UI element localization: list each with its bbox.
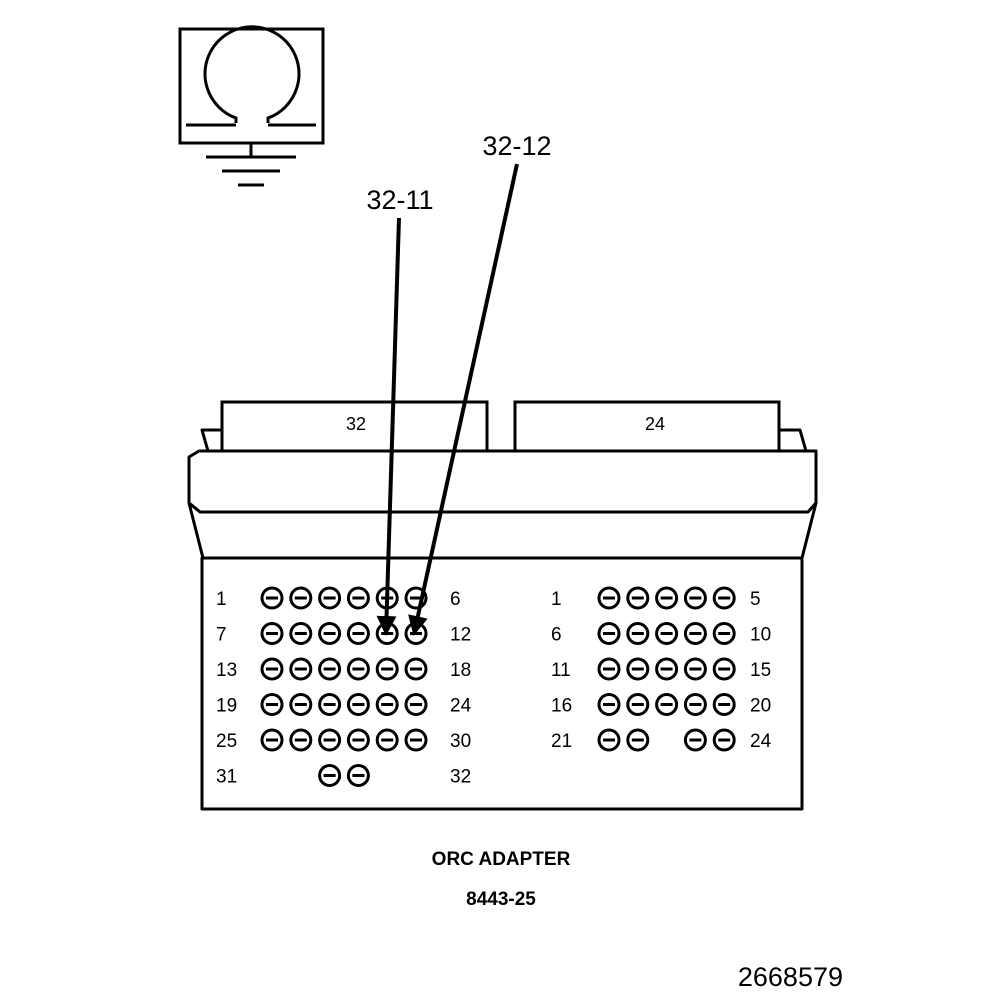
ground-icon — [206, 143, 296, 187]
pin-socket — [404, 657, 428, 681]
pin-socket — [712, 586, 736, 610]
pin-row-end-label: 5 — [750, 589, 761, 610]
pin-row-end-label: 18 — [450, 660, 471, 681]
pin-socket — [289, 586, 313, 610]
pin-socket — [655, 622, 679, 645]
pin-socket — [346, 586, 370, 610]
callout-32-12: 32-12 — [408, 131, 552, 636]
pin-row-start-label: 11 — [551, 660, 571, 681]
pin-socket — [346, 657, 370, 681]
callout-32-11: 32-11 — [366, 185, 434, 636]
pin-socket — [626, 728, 650, 752]
pin-socket — [260, 622, 284, 645]
pin-socket — [318, 764, 342, 787]
pin-row-end-label: 30 — [450, 731, 471, 752]
pin-socket — [683, 622, 707, 645]
pin-socket — [260, 657, 284, 681]
pin-socket — [597, 622, 621, 645]
pin-row-end-label: 12 — [450, 625, 471, 646]
pin-socket — [375, 693, 399, 716]
pin-socket — [626, 586, 650, 610]
connector-tab-outline — [513, 400, 781, 453]
pin-row-end-label: 15 — [750, 660, 771, 681]
pin-socket — [626, 693, 650, 716]
pin-row-end-label: 32 — [450, 767, 471, 788]
pin-grid-32: 1 6 7 12 13 18 19 24 25 30 31 32 — [216, 586, 472, 788]
pin-socket — [597, 586, 621, 610]
pin-socket — [346, 622, 370, 645]
connector-tab-24: 24 — [513, 400, 781, 453]
pin-row-end-label: 20 — [750, 696, 771, 717]
callout-arrow-32-11 — [376, 217, 401, 636]
pin-socket — [260, 693, 284, 716]
pin-socket — [597, 728, 621, 752]
pin-socket — [597, 693, 621, 716]
pin-row-start-label: 31 — [216, 767, 237, 788]
pin-socket — [712, 657, 736, 681]
pin-row-end-label: 6 — [450, 589, 461, 610]
pin-socket — [260, 586, 284, 610]
pin-socket — [318, 622, 342, 645]
pin-socket — [318, 657, 342, 681]
pin-socket — [289, 728, 313, 752]
pin-socket — [346, 728, 370, 752]
connector-tab-label: 24 — [645, 414, 665, 434]
pin-row-end-label: 24 — [450, 696, 472, 717]
callout-label-32-12: 32-12 — [482, 131, 551, 161]
figure-number: 2668579 — [738, 962, 843, 992]
ohmmeter-icon — [178, 25, 325, 145]
pin-socket — [683, 586, 707, 610]
pin-row-end-label: 24 — [750, 731, 772, 752]
orc-adapter-body — [187, 428, 818, 811]
pin-row-start-label: 16 — [551, 696, 572, 717]
pin-socket — [404, 693, 428, 716]
pin-socket — [626, 622, 650, 645]
callout-arrow-32-12 — [408, 163, 519, 636]
pin-socket — [655, 657, 679, 681]
pin-row-start-label: 13 — [216, 660, 237, 681]
connector-tab-label: 32 — [346, 414, 366, 434]
pin-row-start-label: 21 — [551, 731, 572, 752]
pin-socket — [260, 728, 284, 752]
pin-socket — [346, 764, 370, 787]
connector-tab-outline — [220, 400, 489, 453]
pin-socket — [318, 586, 342, 610]
adapter-title: ORC ADAPTER — [432, 849, 571, 870]
pin-socket — [712, 728, 736, 752]
pin-row-start-label: 7 — [216, 625, 227, 646]
pin-socket — [712, 622, 736, 645]
pin-row-start-label: 1 — [551, 589, 562, 610]
pin-socket — [626, 657, 650, 681]
pin-socket — [683, 728, 707, 752]
pin-socket — [375, 728, 399, 752]
pin-socket — [289, 693, 313, 716]
pin-socket — [404, 728, 428, 752]
adapter-part-number: 8443-25 — [466, 889, 536, 910]
pin-socket — [289, 622, 313, 645]
pin-row-start-label: 1 — [216, 589, 227, 610]
pin-socket — [318, 728, 342, 752]
pin-socket — [683, 657, 707, 681]
pin-socket — [318, 693, 342, 716]
pin-row-start-label: 6 — [551, 625, 562, 646]
callout-label-32-11: 32-11 — [366, 185, 433, 215]
pin-row-start-label: 19 — [216, 696, 237, 717]
connector-tab-32: 32 — [220, 400, 489, 453]
pin-row-end-label: 10 — [750, 625, 771, 646]
pin-socket — [655, 586, 679, 610]
pin-socket — [346, 693, 370, 716]
pin-socket — [597, 657, 621, 681]
pin-socket — [375, 657, 399, 681]
pin-socket — [683, 693, 707, 716]
pin-socket — [289, 657, 313, 681]
pin-socket — [655, 693, 679, 716]
pin-socket — [712, 693, 736, 716]
pin-row-start-label: 25 — [216, 731, 237, 752]
